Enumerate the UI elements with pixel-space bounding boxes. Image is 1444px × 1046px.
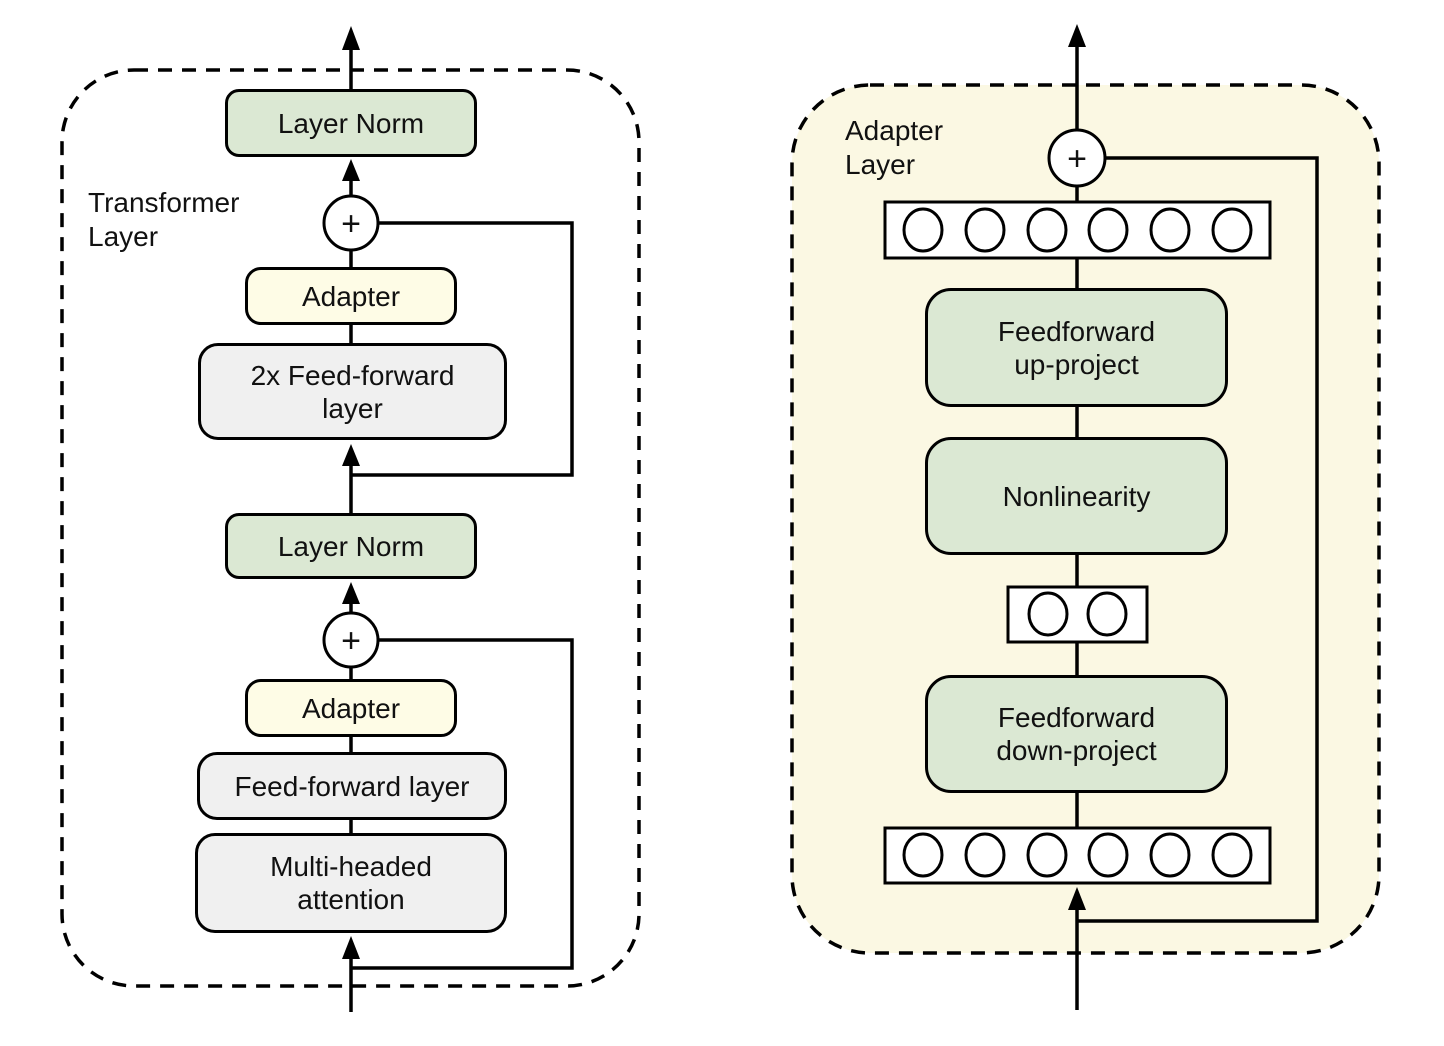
adapter-bottom-box: Adapter [245, 679, 457, 737]
right-bottom-feature-vector-box [883, 826, 1272, 885]
left-lower-plus-icon: + [341, 622, 361, 660]
layer-norm-top-label: Layer Norm [277, 107, 425, 139]
feature-unit-circle [902, 832, 944, 878]
feature-unit-circle [1211, 832, 1253, 878]
feedforward-down-project-box: Feedforward down-project [925, 675, 1228, 793]
feature-unit-circle [902, 207, 944, 253]
right-output-arrowhead-icon [1068, 24, 1086, 47]
feature-unit-circle [1211, 207, 1253, 253]
right-plus-icon: + [1067, 140, 1087, 178]
nonlinearity-box: Nonlinearity [925, 437, 1228, 555]
bottleneck-unit-circle [1027, 591, 1069, 637]
feed-forward-layer-label: Feed-forward layer [234, 770, 470, 802]
feedforward-down-project-label-line2: down-project [996, 735, 1157, 766]
feature-unit-circle [1026, 207, 1068, 253]
feature-unit-circle [964, 207, 1006, 253]
left-upper-plus-icon: + [341, 205, 361, 243]
transformer-layer-label-line1: Transformer [88, 187, 240, 218]
adapter-layer-label: Adapter Layer [845, 114, 943, 182]
feed-forward-layer-box: Feed-forward layer [197, 752, 507, 820]
left-into-ff2x-arrowhead-icon [342, 444, 360, 466]
feedforward-up-project-label-line2: up-project [1014, 348, 1139, 380]
feed-forward-2x-label-line1: 2x Feed-forward [250, 359, 455, 391]
left-add-to-norm-arrowhead-icon [342, 159, 360, 181]
feature-unit-circle [1149, 207, 1191, 253]
multi-headed-attention-label-line1: Multi-headed [270, 851, 432, 882]
multi-headed-attention-label-line2: attention [297, 884, 405, 915]
feature-unit-circle [1087, 832, 1129, 878]
right-input-arrowhead-icon [1068, 887, 1086, 910]
left-upper-skip-connection-line [351, 221, 574, 477]
right-skip-connection-line [1077, 156, 1319, 923]
layer-norm-mid-label: Layer Norm [277, 530, 425, 562]
feature-unit-circle [1026, 832, 1068, 878]
feed-forward-2x-box: 2x Feed-forward layer [198, 343, 507, 440]
left-lower-add-circle-icon [322, 611, 380, 669]
adapter-layer-label-line1: Adapter [845, 115, 944, 146]
adapter-top-label: Adapter [301, 280, 401, 312]
feature-unit-circle [964, 832, 1006, 878]
left-output-arrowhead-icon [342, 26, 360, 50]
feature-unit-circle [1149, 832, 1191, 878]
left-lower-skip-connection-line [351, 638, 574, 970]
transformer-layer-label: Transformer Layer [88, 186, 239, 254]
multi-headed-attention-box: Multi-headed attention [195, 833, 507, 933]
layer-norm-top-box: Layer Norm [225, 89, 477, 157]
layer-norm-mid-box: Layer Norm [225, 513, 477, 579]
nonlinearity-label: Nonlinearity [1002, 480, 1151, 512]
feed-forward-2x-label-line2: layer [322, 392, 383, 424]
bottleneck-unit-circle [1086, 591, 1128, 637]
left-input-arrowhead-icon [342, 936, 360, 959]
feedforward-up-project-box: Feedforward up-project [925, 288, 1228, 407]
transformer-layer-label-line2: Layer [88, 221, 159, 252]
left-add-to-midnorm-arrowhead-icon [342, 582, 360, 604]
adapter-top-box: Adapter [245, 267, 457, 325]
right-top-feature-vector-box [883, 200, 1272, 260]
feature-unit-circle [1087, 207, 1129, 253]
feedforward-up-project-label-line1: Feedforward [997, 315, 1156, 347]
adapter-bottom-label: Adapter [301, 692, 401, 724]
adapter-layer-label-line2: Layer [845, 149, 916, 180]
feedforward-down-project-label-line1: Feedforward [997, 702, 1156, 733]
